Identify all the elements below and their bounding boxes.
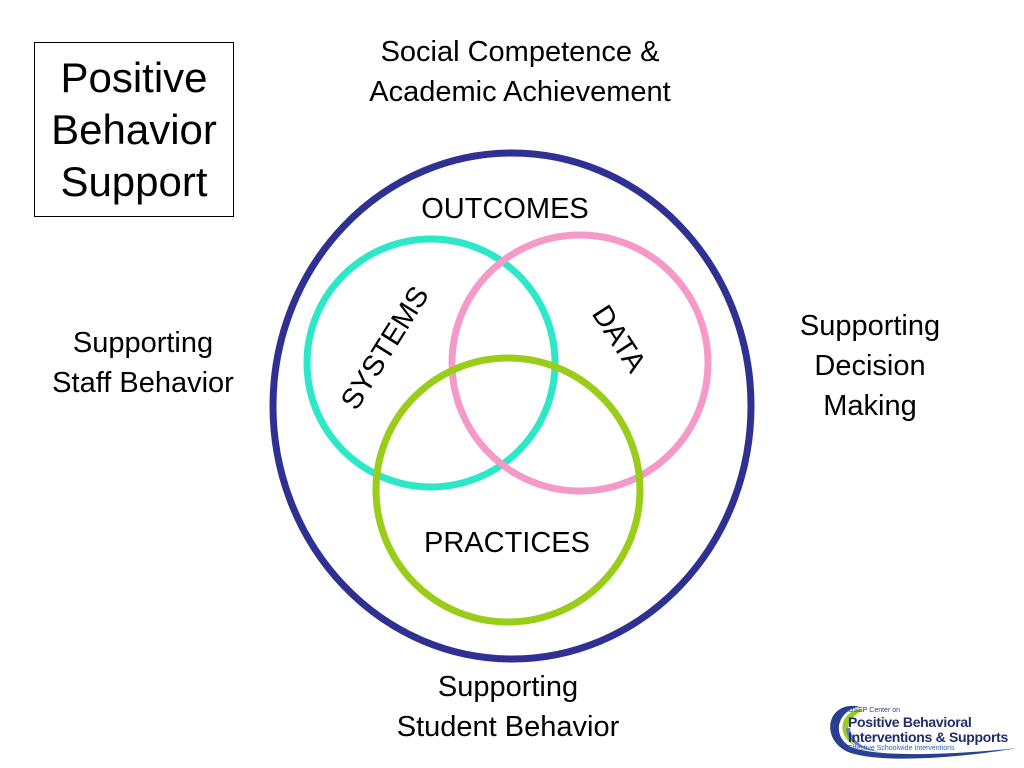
right-label-line-2: Decision	[814, 350, 926, 382]
top-label-line-2: Academic Achievement	[369, 76, 671, 108]
top-label: Social Competence & Academic Achievement	[320, 32, 720, 112]
top-label-line-1: Social Competence &	[380, 36, 660, 68]
logo-line-2: Positive Behavioral	[848, 714, 972, 730]
logo-line-1: OSEP Center on	[848, 707, 901, 714]
outcomes-label: OUTCOMES	[421, 193, 589, 225]
logo-line-4: Effective Schoolwide Interventions	[848, 745, 955, 752]
bottom-label-line-2: Student Behavior	[396, 711, 620, 743]
title-box: Positive Behavior Support	[34, 42, 234, 217]
bottom-label: Supporting Student Behavior	[358, 667, 658, 747]
left-label: Supporting Staff Behavior	[20, 323, 266, 403]
left-label-line-1: Supporting	[72, 327, 214, 359]
left-label-line-2: Staff Behavior	[52, 367, 234, 399]
data-circle	[448, 231, 712, 495]
title-line-2: Behavior	[51, 105, 217, 153]
bottom-label-line-1: Supporting	[437, 671, 579, 703]
title-line-1: Positive	[60, 53, 208, 101]
data-label: DATA	[585, 300, 652, 379]
practices-circle	[372, 354, 644, 626]
title-line-3: Support	[60, 157, 208, 205]
right-label: Supporting Decision Making	[760, 306, 980, 426]
right-label-line-1: Supporting	[799, 310, 941, 342]
logo-swoosh-icon	[830, 706, 1018, 759]
outcomes-circle	[269, 149, 755, 663]
practices-label: PRACTICES	[424, 527, 590, 559]
logo-line-3: Interventions & Supports	[848, 729, 1009, 745]
systems-circle	[303, 235, 559, 491]
pbis-logo: OSEP Center on Positive Behavioral Inter…	[820, 698, 1020, 762]
right-label-line-3: Making	[823, 390, 917, 422]
